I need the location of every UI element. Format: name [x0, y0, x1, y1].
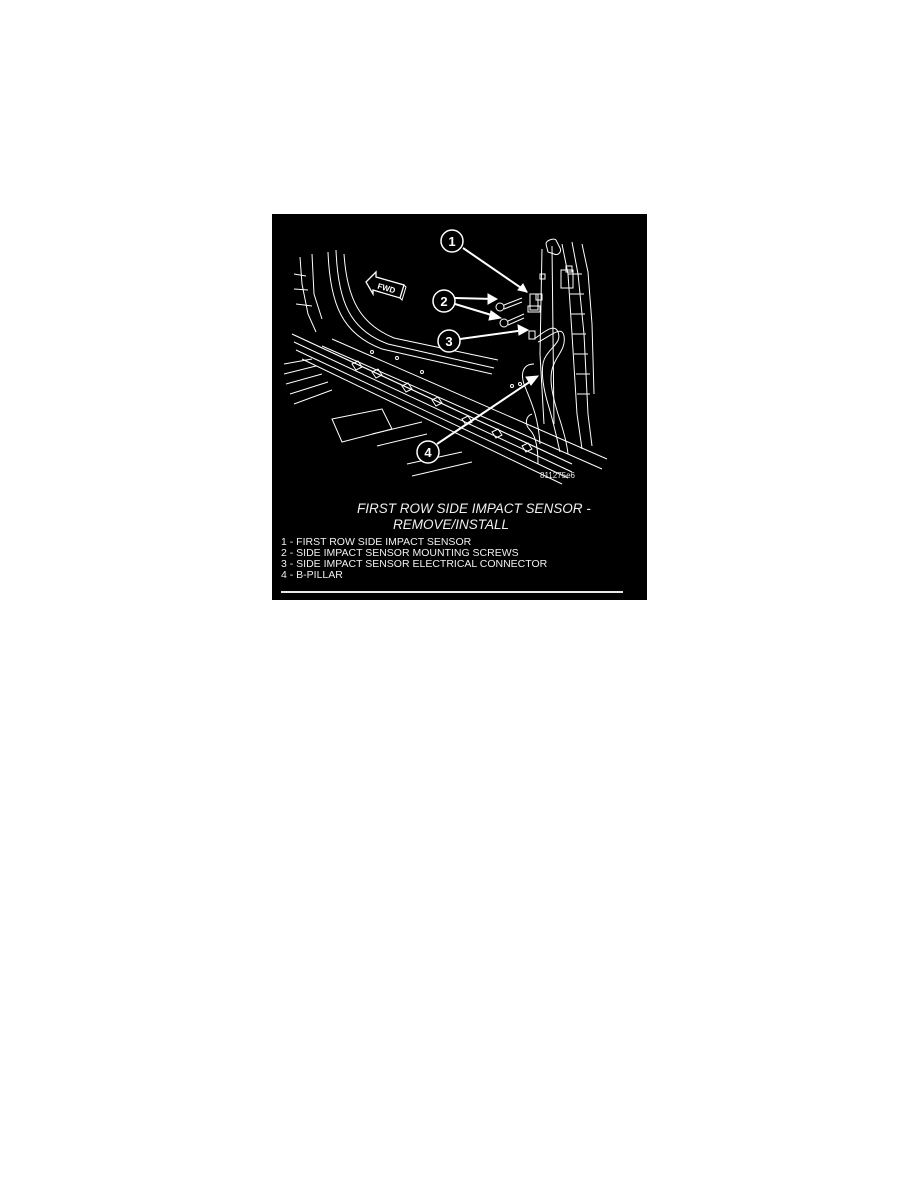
caption-divider: [281, 591, 623, 593]
service-illustration: FWD 1 2 3 4 811275e6 FIRST ROW SIDE IMPA…: [272, 214, 647, 600]
svg-text:3: 3: [445, 334, 452, 349]
svg-text:4: 4: [424, 445, 432, 460]
caption-title-line-2: REMOVE/INSTALL: [393, 517, 510, 532]
legend-item: 1 - FIRST ROW SIDE IMPACT SENSOR: [281, 536, 472, 548]
callout-3: 3: [437, 329, 461, 353]
svg-text:2: 2: [440, 294, 447, 309]
legend-item: 4 - B-PILLAR: [281, 569, 343, 581]
figure-id: 811275e6: [540, 471, 575, 480]
legend-list: 1 - FIRST ROW SIDE IMPACT SENSOR 2 - SID…: [281, 537, 547, 581]
callouts: 1 2 3 4: [416, 229, 464, 464]
callout-1: 1: [440, 229, 464, 253]
svg-text:1: 1: [448, 234, 455, 249]
callout-4: 4: [416, 440, 440, 464]
side-impact-sensor-drawing: [283, 238, 608, 485]
callout-2: 2: [432, 289, 456, 313]
fwd-arrow-icon: FWD: [365, 270, 407, 301]
caption-title-line-1: FIRST ROW SIDE IMPACT SENSOR -: [357, 501, 591, 516]
legend-item: 2 - SIDE IMPACT SENSOR MOUNTING SCREWS: [281, 547, 519, 559]
legend-item: 3 - SIDE IMPACT SENSOR ELECTRICAL CONNEC…: [281, 558, 548, 570]
